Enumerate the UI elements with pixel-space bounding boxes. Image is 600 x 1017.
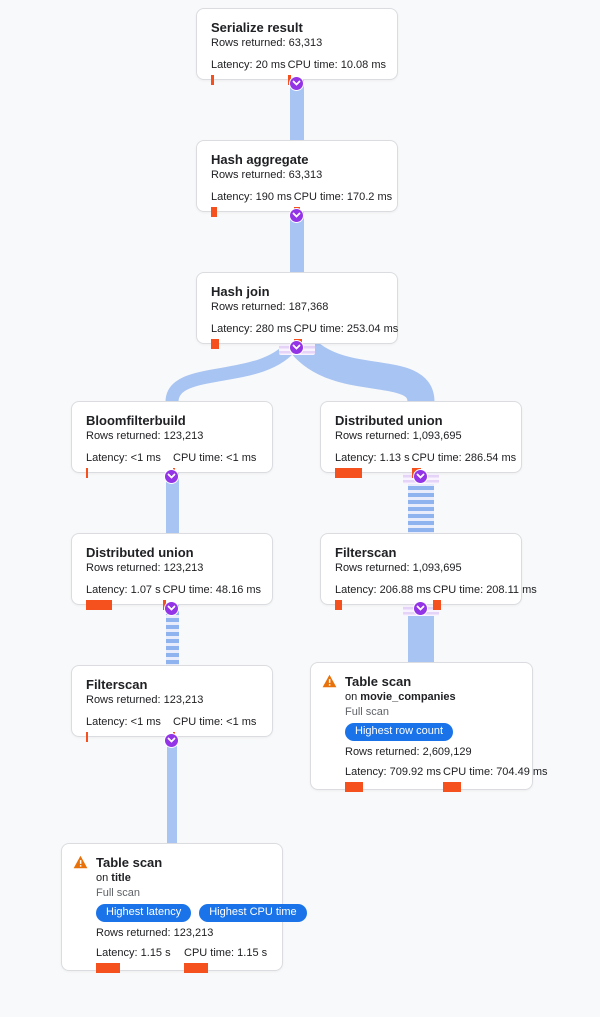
rows-returned-label: Rows returned: 1,093,695 xyxy=(335,562,462,574)
latency-bar xyxy=(211,339,219,349)
scan-type-label: Full scan xyxy=(345,706,390,718)
chevron-down-icon xyxy=(292,80,301,86)
latency-label: Latency: 1.07 s xyxy=(86,584,161,596)
chevron-down-icon xyxy=(167,473,176,479)
latency-label: Latency: 1.15 s xyxy=(96,947,171,959)
latency-label: Latency: 206.88 ms xyxy=(335,584,432,596)
collapse-button-distributed-union-left[interactable] xyxy=(164,601,179,616)
latency-label: Latency: 20 ms xyxy=(211,59,286,71)
latency-label: Latency: <1 ms xyxy=(86,452,161,464)
rows-returned-label: Rows returned: 187,368 xyxy=(211,301,329,313)
edge-serialize-to-hash-aggregate xyxy=(290,79,304,141)
edge-filterscan-left-to-table-scan xyxy=(167,736,177,844)
chevron-down-icon xyxy=(292,344,301,350)
plan-node-distributed-union-right[interactable]: Distributed union Rows returned: 1,093,6… xyxy=(320,401,522,478)
rows-returned-label: Rows returned: 63,313 xyxy=(211,169,323,181)
plan-node-filterscan-right[interactable]: Filterscan Rows returned: 1,093,695 Late… xyxy=(320,533,537,610)
rows-returned-label: Rows returned: 123,213 xyxy=(96,927,214,939)
rows-returned-label: Rows returned: 123,213 xyxy=(86,430,204,442)
badge-highest-row-count: Highest row count xyxy=(345,723,454,741)
rows-returned-label: Rows returned: 1,093,695 xyxy=(335,430,462,442)
cpu-time-label: CPU time: 48.16 ms xyxy=(162,584,262,596)
latency-bar xyxy=(335,600,342,610)
node-title: Table scan xyxy=(345,674,412,689)
cpu-time-label: CPU time: 208.11 ms xyxy=(433,584,537,596)
rows-returned-label: Rows returned: 123,213 xyxy=(86,694,204,706)
node-title: Table scan xyxy=(96,855,163,870)
cpu-time-bar xyxy=(184,963,208,973)
cpu-time-label: CPU time: 704.49 ms xyxy=(443,766,548,778)
edge-hash-aggregate-to-hash-join xyxy=(290,211,304,273)
collapse-button-filterscan-left[interactable] xyxy=(164,733,179,748)
plan-node-distributed-union-left[interactable]: Distributed union Rows returned: 123,213… xyxy=(71,533,273,610)
warning-icon xyxy=(322,674,337,693)
scan-target: on movie_companies xyxy=(345,691,456,703)
node-title: Hash join xyxy=(211,284,270,299)
cpu-time-label: CPU time: <1 ms xyxy=(173,452,257,464)
edge-hash-join-to-bloomfilterbuild xyxy=(165,344,299,402)
edge-hash-join-to-distributed-union xyxy=(290,344,435,402)
cpu-time-label: CPU time: <1 ms xyxy=(173,716,257,728)
plan-node-filterscan-left[interactable]: Filterscan Rows returned: 123,213 Latenc… xyxy=(71,665,273,742)
edge-bloomfilterbuild-to-distributed-union xyxy=(166,472,179,534)
plan-node-serialize-result[interactable]: Serialize result Rows returned: 63,313 L… xyxy=(196,8,398,85)
plan-node-hash-aggregate[interactable]: Hash aggregate Rows returned: 63,313 Lat… xyxy=(196,140,398,217)
latency-label: Latency: 709.92 ms xyxy=(345,766,442,778)
node-title: Filterscan xyxy=(86,677,148,692)
chevron-down-icon xyxy=(416,605,425,611)
latency-bar xyxy=(96,963,120,973)
badge-highest-cpu-time: Highest CPU time xyxy=(199,904,307,922)
plan-node-table-scan-title[interactable]: Table scan on title Full scan Highest la… xyxy=(61,843,307,973)
cpu-time-label: CPU time: 253.04 ms xyxy=(293,323,399,335)
chevron-down-icon xyxy=(167,737,176,743)
edge-hash-join-branches xyxy=(165,344,435,402)
collapse-button-filterscan-right[interactable] xyxy=(413,601,428,616)
collapse-button-distributed-union-right[interactable] xyxy=(413,469,428,484)
cpu-time-label: CPU time: 286.54 ms xyxy=(411,452,517,464)
rows-returned-label: Rows returned: 63,313 xyxy=(211,37,323,49)
latency-bar xyxy=(345,782,363,792)
node-title: Distributed union xyxy=(86,545,194,560)
chevron-down-icon xyxy=(416,473,425,479)
node-title: Distributed union xyxy=(335,413,443,428)
plan-node-bloomfilterbuild[interactable]: Bloomfilterbuild Rows returned: 123,213 … xyxy=(71,401,273,478)
cpu-time-bar xyxy=(433,600,442,610)
latency-bar xyxy=(211,75,214,85)
collapse-button-bloomfilterbuild[interactable] xyxy=(164,469,179,484)
table-name: title xyxy=(111,872,131,884)
latency-label: Latency: <1 ms xyxy=(86,716,161,728)
latency-label: Latency: 1.13 s xyxy=(335,452,410,464)
badge-highest-latency: Highest latency xyxy=(96,904,192,922)
plan-node-hash-join[interactable]: Hash join Rows returned: 187,368 Latency… xyxy=(196,272,399,349)
latency-bar xyxy=(211,207,217,217)
plan-node-table-scan-movie-companies[interactable]: Table scan on movie_companies Full scan … xyxy=(310,662,548,792)
latency-label: Latency: 190 ms xyxy=(211,191,292,203)
collapse-button-hash-aggregate[interactable] xyxy=(289,208,304,223)
latency-bar xyxy=(86,732,88,742)
edge-distributed-union-left-to-filterscan xyxy=(166,604,179,666)
collapse-button-serialize-result[interactable] xyxy=(289,76,304,91)
cpu-time-bar xyxy=(443,782,462,792)
latency-label: Latency: 280 ms xyxy=(211,323,292,335)
cpu-time-label: CPU time: 1.15 s xyxy=(184,947,268,959)
rows-returned-label: Rows returned: 123,213 xyxy=(86,562,204,574)
scan-type-label: Full scan xyxy=(96,887,141,899)
collapse-button-hash-join[interactable] xyxy=(289,340,304,355)
warning-icon xyxy=(73,855,88,874)
latency-bar xyxy=(335,468,362,478)
node-title: Serialize result xyxy=(211,20,303,35)
scan-target: on title xyxy=(96,872,131,884)
latency-bar xyxy=(86,468,88,478)
node-title: Hash aggregate xyxy=(211,152,309,167)
table-name: movie_companies xyxy=(360,691,456,703)
cpu-time-label: CPU time: 10.08 ms xyxy=(287,59,387,71)
chevron-down-icon xyxy=(292,212,301,218)
cpu-time-label: CPU time: 170.2 ms xyxy=(293,191,393,203)
node-title: Bloomfilterbuild xyxy=(86,413,186,428)
latency-bar xyxy=(86,600,112,610)
node-title: Filterscan xyxy=(335,545,397,560)
chevron-down-icon xyxy=(167,605,176,611)
rows-returned-label: Rows returned: 2,609,129 xyxy=(345,746,472,758)
